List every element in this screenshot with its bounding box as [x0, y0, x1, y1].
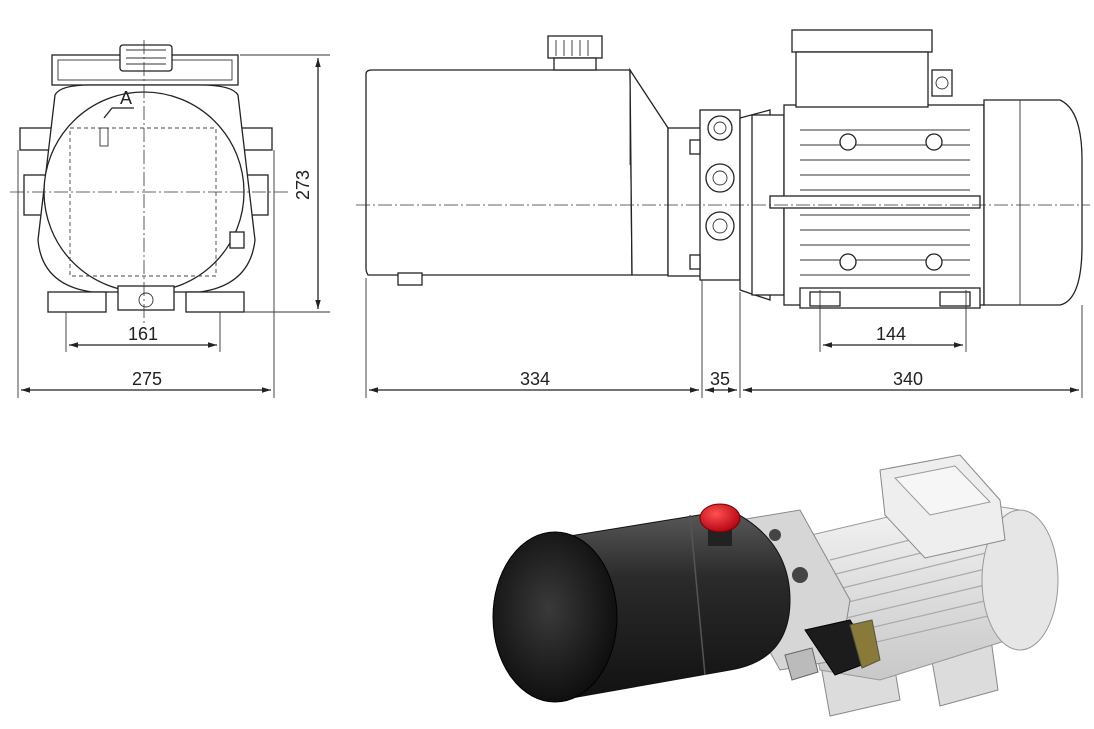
isometric-render [492, 454, 1059, 717]
side-tank [365, 69, 633, 276]
section-label: A [120, 88, 132, 108]
dim-tank-length: 334 [520, 369, 550, 389]
dim-front-inner-width: 161 [128, 324, 158, 344]
dim-motor-foot-width: 144 [876, 324, 906, 344]
dim-front-total-width: 275 [132, 369, 162, 389]
front-right-foot [185, 291, 245, 313]
dim-front-height: 273 [293, 170, 313, 200]
side-terminal-lid [791, 29, 933, 53]
dim-motor-length: 340 [893, 369, 923, 389]
side-dimensions: 144 334 35 340 [365, 278, 1083, 398]
side-motor-endcap [983, 99, 1083, 306]
front-left-foot [47, 291, 107, 313]
side-view [356, 29, 1090, 309]
dim-adapter-length: 35 [710, 369, 730, 389]
front-dimensions: 273 161 275 [17, 54, 330, 398]
render-tank-end [492, 531, 618, 703]
render-filler-cap [699, 503, 741, 533]
front-view: A [10, 40, 290, 325]
